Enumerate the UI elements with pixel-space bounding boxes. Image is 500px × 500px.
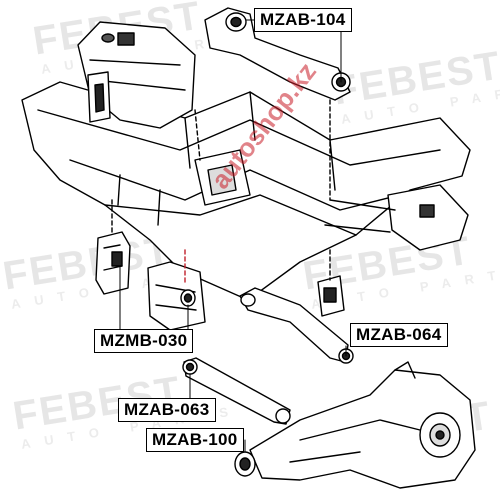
leader-lines [119,19,347,453]
subframe-mount-left [95,199,131,295]
center-mount [194,109,251,206]
lower-lateral-link [182,357,291,425]
upper-control-arm [204,7,351,201]
label-mzab-064[interactable]: MZAB-064 [350,323,448,347]
rear-knuckle-assembly [234,361,476,489]
label-mzab-063[interactable]: MZAB-063 [118,398,216,422]
label-mzab-104[interactable]: MZAB-104 [254,8,352,32]
left-bracket [87,71,111,123]
subframe-mount-center [147,249,206,331]
label-mzmb-030[interactable]: MZMB-030 [94,329,194,353]
lateral-link-upper [239,287,354,364]
right-mount [324,184,469,251]
label-mzab-100[interactable]: MZAB-100 [146,428,244,452]
toe-link-bracket [317,249,345,317]
